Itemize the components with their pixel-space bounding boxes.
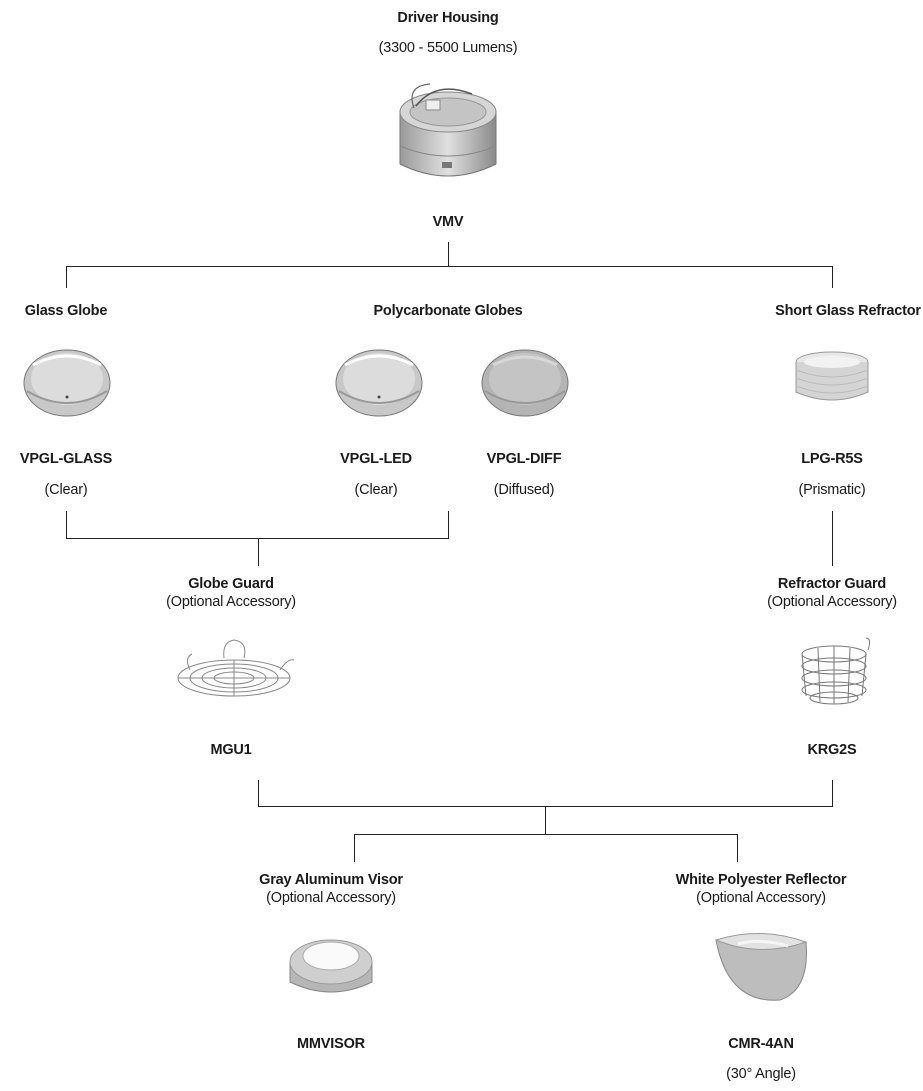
polycarbonate-globes-header: Polycarbonate Globes [373, 303, 523, 319]
connector-krg2s-down [832, 780, 833, 807]
vpgl-diff-model: VPGL-DIFF [486, 451, 562, 467]
cmr-4an-angle: (30° Angle) [726, 1066, 796, 1082]
connector-globe-guard [258, 538, 259, 566]
white-polyester-reflector-header: White Polyester Reflector [675, 872, 847, 888]
mgu1-model: MGU1 [210, 742, 252, 758]
globe-guard-icon [177, 639, 295, 697]
krg2s-model: KRG2S [807, 742, 857, 758]
mmvisor-model: MMVISOR [297, 1036, 365, 1052]
connector-led-up [448, 511, 449, 539]
refractor-guard-header: Refractor Guard [777, 576, 887, 592]
vpgl-glass-note: (Clear) [44, 482, 88, 498]
connector-refractor-guard [832, 511, 833, 566]
connector-tier1-bar [66, 266, 833, 267]
lpg-r5s-note: (Prismatic) [798, 482, 866, 498]
connector-reflector-drop [737, 834, 738, 862]
vmv-model: VMV [432, 214, 464, 230]
refractor-guard-note: (Optional Accessory) [767, 594, 897, 610]
glass-globe-icon [23, 349, 111, 417]
gray-aluminum-visor-header: Gray Aluminum Visor [259, 872, 403, 888]
vpgl-led-model: VPGL-LED [340, 451, 412, 467]
visor-note: (Optional Accessory) [266, 890, 396, 906]
vpgl-led-note: (Clear) [354, 482, 398, 498]
short-glass-refractor-header: Short Glass Refractor [775, 303, 921, 319]
reflector-icon [714, 933, 808, 1001]
connector-refractor-drop [832, 266, 833, 288]
connector-accessories-mid [545, 806, 546, 835]
driver-housing-title: Driver Housing [397, 10, 499, 26]
reflector-note: (Optional Accessory) [696, 890, 826, 906]
refractor-icon [795, 351, 869, 401]
connector-accessories-bar [354, 834, 738, 835]
globe-guard-note: (Optional Accessory) [166, 594, 296, 610]
clear-globe-icon [335, 349, 423, 417]
visor-icon [289, 939, 373, 993]
connector-glass-up [66, 511, 67, 539]
vpgl-diff-note: (Diffused) [493, 482, 555, 498]
connector-glass-drop [66, 266, 67, 288]
driver-housing-icon [399, 83, 497, 177]
lpg-r5s-model: LPG-R5S [801, 451, 863, 467]
refractor-guard-icon [801, 637, 871, 705]
glass-globe-header: Glass Globe [24, 303, 108, 319]
connector-mgu1-down [258, 780, 259, 807]
driver-housing-subtitle: (3300 - 5500 Lumens) [378, 40, 518, 56]
diffused-globe-icon [481, 349, 569, 417]
connector-globe-bar [66, 538, 449, 539]
vpgl-glass-model: VPGL-GLASS [19, 451, 113, 467]
connector-vmv-down [448, 242, 449, 267]
connector-visor-drop [354, 834, 355, 862]
cmr-4an-model: CMR-4AN [728, 1036, 794, 1052]
globe-guard-header: Globe Guard [188, 576, 274, 592]
